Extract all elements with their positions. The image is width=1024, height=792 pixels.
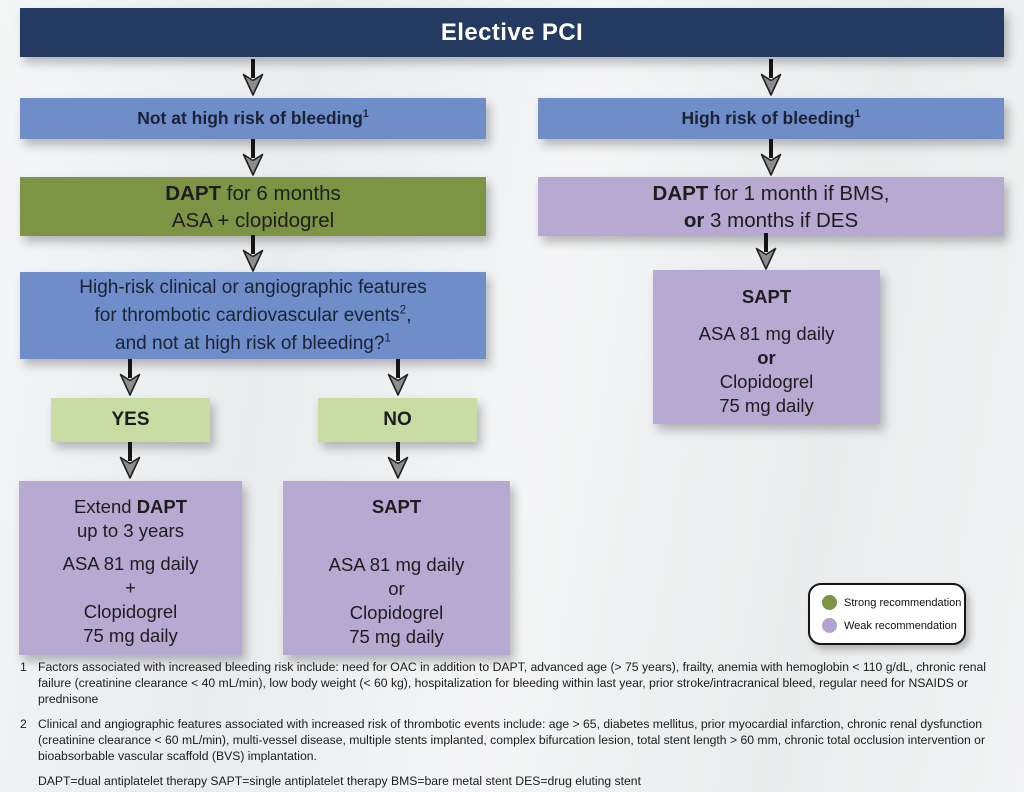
node-line: High-risk clinical or angiographic featu… xyxy=(79,276,427,298)
footnote-number: 2 xyxy=(20,717,27,731)
node-line: ASA + clopidogrel xyxy=(171,208,335,232)
node-line: or 3 months if DES xyxy=(683,208,859,232)
node-not-high-bleeding-risk: Not at high risk of bleeding1 xyxy=(20,98,486,139)
node-sapt-right: SAPT ASA 81 mg daily or Clopidogrel 75 m… xyxy=(653,270,880,424)
page-title: Elective PCI xyxy=(440,18,584,46)
node-line: DAPT for 6 months xyxy=(165,181,341,205)
node-line: ASA 81 mg daily xyxy=(698,323,835,344)
weak-recommendation-dot-icon xyxy=(822,618,837,633)
footnote-text: Clinical and angiographic features assoc… xyxy=(38,717,986,763)
abbreviations-line: DAPT=dual antiplatelet therapy SAPT=sing… xyxy=(38,774,641,788)
node-line: Clopidogrel xyxy=(83,601,178,622)
node-line: up to 3 years xyxy=(77,520,184,541)
node-line: and not at high risk of bleeding?1 xyxy=(115,331,391,354)
down-arrow-icon xyxy=(385,442,411,480)
node-line: + xyxy=(125,577,136,598)
legend-box: Strong recommendation Weak recommendatio… xyxy=(808,583,966,645)
node-label: Not at high risk of bleeding1 xyxy=(137,108,369,128)
node-line: 75 mg daily xyxy=(83,625,178,646)
footnote-text: Factors associated with increased bleedi… xyxy=(38,660,986,706)
down-arrow-icon xyxy=(117,442,143,480)
node-line: ASA 81 mg daily xyxy=(328,554,465,575)
down-arrow-icon xyxy=(240,235,266,273)
node-line: Clopidogrel xyxy=(719,371,814,392)
footnote-1: 1 Factors associated with increased blee… xyxy=(20,659,1014,707)
node-line: or xyxy=(388,578,405,599)
node-sapt-middle: SAPT ASA 81 mg daily or Clopidogrel 75 m… xyxy=(283,481,510,655)
node-line: 75 mg daily xyxy=(719,395,814,416)
node-label: High risk of bleeding1 xyxy=(681,108,861,128)
node-high-bleeding-risk: High risk of bleeding1 xyxy=(538,98,1004,139)
node-line: Extend DAPT xyxy=(73,496,188,517)
legend-weak-item: Weak recommendation xyxy=(822,618,964,633)
node-line: 75 mg daily xyxy=(349,626,444,647)
node-line: ASA 81 mg daily xyxy=(62,553,199,574)
legend-label: Weak recommendation xyxy=(844,619,957,632)
node-line: for thrombotic cardiovascular events2, xyxy=(94,303,412,326)
footnote-2: 2 Clinical and angiographic features ass… xyxy=(20,716,1014,764)
node-line: DAPT for 1 month if BMS, xyxy=(652,181,890,205)
down-arrow-icon xyxy=(117,359,143,397)
strong-recommendation-dot-icon xyxy=(822,595,837,610)
node-line: or xyxy=(757,347,776,368)
down-arrow-icon xyxy=(240,139,266,177)
footnote-number: 1 xyxy=(20,660,27,674)
legend-strong-item: Strong recommendation xyxy=(822,595,964,610)
node-title: SAPT xyxy=(371,496,422,517)
node-no: NO xyxy=(318,398,477,442)
title-banner: Elective PCI xyxy=(20,8,1004,57)
legend-label: Strong recommendation xyxy=(844,596,962,609)
down-arrow-icon xyxy=(753,233,779,271)
node-thrombotic-risk-question: High-risk clinical or angiographic featu… xyxy=(20,272,486,359)
node-dapt-1-or-3-months: DAPT for 1 month if BMS, or 3 months if … xyxy=(538,177,1004,236)
footnotes-section: 1 Factors associated with increased blee… xyxy=(20,659,1014,789)
down-arrow-icon xyxy=(385,359,411,397)
node-yes: YES xyxy=(51,398,210,442)
node-extend-dapt: Extend DAPT up to 3 years ASA 81 mg dail… xyxy=(19,481,242,655)
node-dapt-6-months: DAPT for 6 months ASA + clopidogrel xyxy=(20,177,486,236)
down-arrow-icon xyxy=(758,139,784,177)
node-title: SAPT xyxy=(741,286,792,307)
down-arrow-icon xyxy=(240,59,266,97)
node-line: Clopidogrel xyxy=(349,602,444,623)
down-arrow-icon xyxy=(758,59,784,97)
